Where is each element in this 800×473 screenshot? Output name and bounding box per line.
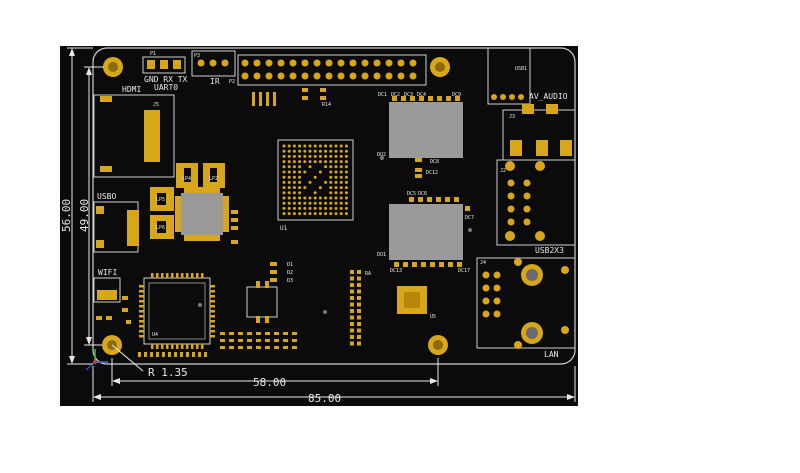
dimension-arrows xyxy=(69,48,575,400)
uart-pin-labels: GND RX TX xyxy=(144,75,188,84)
dram-du1 xyxy=(389,204,463,260)
du1-ref: DU1 xyxy=(377,252,386,258)
dc17-ref: DC17 xyxy=(458,268,470,274)
usb2x3-outline xyxy=(496,159,576,246)
lp5-ref: LP5 xyxy=(156,197,165,203)
lan-pins xyxy=(482,258,569,349)
drawing-background xyxy=(60,46,578,406)
uart-header-pins xyxy=(147,60,181,69)
dc7-ref: DC7 xyxy=(465,215,474,221)
ic-u3 xyxy=(175,187,229,241)
dc1-ref: DC1 xyxy=(378,92,387,98)
p2-ref: P2 xyxy=(229,79,235,85)
uart-label: UART0 xyxy=(154,83,178,92)
dimension-lines xyxy=(67,47,576,402)
usb1-outline xyxy=(487,47,531,105)
dc5-ref: DC5 xyxy=(407,191,416,197)
mounting-hole-bottom-right xyxy=(428,335,448,355)
av-audio-label: AV_AUDIO xyxy=(529,92,568,101)
dim-height-inner: 49.00 xyxy=(78,199,91,232)
mounting-hole-top-right xyxy=(430,57,450,77)
usbo-label: USBO xyxy=(97,192,116,201)
j5-ref: J5 xyxy=(153,102,159,108)
dc4-ref: DC4 xyxy=(417,92,426,98)
hdmi-outline xyxy=(93,94,175,178)
wifi-passives xyxy=(96,296,131,324)
lp2-ref: LP2 xyxy=(209,176,218,182)
av-audio-pads xyxy=(510,104,572,156)
dram-du2-caps xyxy=(392,96,460,178)
dc2-ref: DC2 xyxy=(391,92,400,98)
u4-ref: U4 xyxy=(152,332,158,338)
passive-grid-bottom xyxy=(138,332,297,357)
inductor-lp5 xyxy=(150,187,174,211)
lan-outline xyxy=(476,257,576,349)
wifi-antenna-outline xyxy=(93,277,121,303)
mounting-hole-top-left xyxy=(103,57,123,77)
wifi-module-u4-pins xyxy=(139,273,215,349)
soc-u1-bga-balls xyxy=(282,144,348,216)
dc6-ref: DC6 xyxy=(418,191,427,197)
hdmi-label: HDMI xyxy=(122,85,141,94)
origin-axes-marker xyxy=(85,349,108,371)
usb2x3-label: USB2X3 xyxy=(535,246,564,255)
dc3-ref: DC3 xyxy=(404,92,413,98)
dc9-ref: DC9 xyxy=(452,92,461,98)
ra-ref: RA xyxy=(365,271,371,277)
dim-hole-span: 58.00 xyxy=(253,376,286,389)
inductor-lp2 xyxy=(203,163,225,188)
p3-ref: P3 xyxy=(194,53,200,59)
usbo-pads xyxy=(96,206,139,248)
inductor-lp6 xyxy=(150,215,174,239)
soc-u1-outline xyxy=(277,139,354,221)
resistor-column-ra xyxy=(350,270,361,346)
dc12-ref: DC12 xyxy=(426,170,438,176)
usb1-pads xyxy=(491,94,524,100)
diodes-d1-d3 xyxy=(270,262,277,282)
wifi-antenna-pad xyxy=(97,290,117,300)
dim-width: 85.00 xyxy=(308,392,341,405)
vias xyxy=(198,156,472,314)
gpio-header-outline xyxy=(237,54,427,86)
j2-ref: J2 xyxy=(500,168,506,174)
uart-header-outline xyxy=(142,56,186,74)
dc13-ref: DC13 xyxy=(390,268,402,274)
p1-ref: P1 xyxy=(150,51,156,57)
d1-ref: D1 xyxy=(287,262,293,268)
lp6-ref: LP6 xyxy=(156,225,165,231)
ir-header-pins xyxy=(197,59,229,67)
dram-du2 xyxy=(389,102,463,158)
dram-du1-caps xyxy=(394,197,470,267)
lan-hole-inner xyxy=(526,269,538,339)
usb1-label: USB1 xyxy=(515,66,527,72)
lan-label: LAN xyxy=(544,350,559,359)
dim-radius: R 1.35 xyxy=(148,366,188,379)
lp4-ref: LP4 xyxy=(182,176,191,182)
dim-height-outer: 56.00 xyxy=(60,199,73,232)
ir-label: IR xyxy=(210,77,220,86)
r14-ref: R14 xyxy=(322,102,331,108)
wifi-label: WIFI xyxy=(98,268,117,277)
d3-ref: D3 xyxy=(287,278,293,284)
dc8-ref: DC8 xyxy=(430,159,439,165)
u1-ref: U1 xyxy=(280,225,288,232)
d2-ref: D2 xyxy=(287,270,293,276)
ir-header-outline xyxy=(191,50,236,77)
cap-column-right-u3 xyxy=(231,210,238,244)
usb2x3-pins xyxy=(505,161,545,241)
u5-ref: U5 xyxy=(430,314,436,320)
hdmi-pads xyxy=(100,96,160,172)
resistor-array-top xyxy=(252,88,326,106)
chip-u5 xyxy=(397,286,427,314)
j4-ref: J4 xyxy=(480,260,486,266)
sot-u2-area xyxy=(246,281,278,323)
j3-ref: J3 xyxy=(509,114,515,120)
gpio-header-pins xyxy=(241,59,417,80)
du2-ref: DU2 xyxy=(377,152,386,158)
inductor-lp4 xyxy=(176,163,198,188)
